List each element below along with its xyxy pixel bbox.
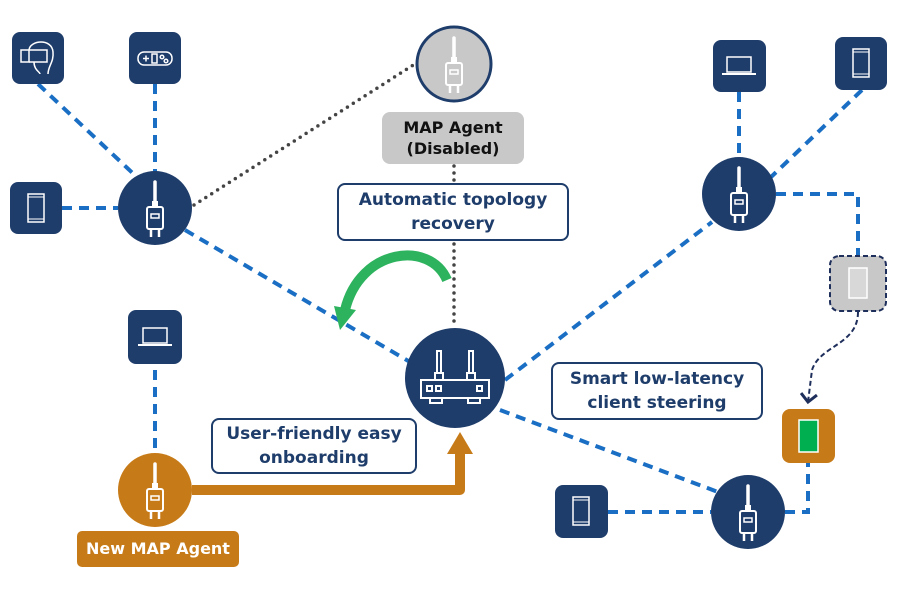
recovery-label: Automatic topology recovery xyxy=(337,183,569,241)
tablet-top-right-device[interactable] xyxy=(835,37,887,90)
disabled-agent-label-line2: (Disabled) xyxy=(406,139,500,158)
phone-roaming-new-device[interactable] xyxy=(782,409,835,463)
onboarding-label: User-friendly easy onboarding xyxy=(211,418,417,474)
phone-icon xyxy=(848,267,868,299)
recovery-label-line1: Automatic topology xyxy=(358,190,548,210)
link-vr-to-agent xyxy=(36,82,142,182)
link-agent-to-controller xyxy=(183,228,412,364)
laptop-new-agent-device[interactable] xyxy=(128,310,182,364)
agent-top-left[interactable] xyxy=(118,171,192,245)
new-agent-label-text: New MAP Agent xyxy=(86,539,230,558)
new-agent-label: New MAP Agent xyxy=(77,531,239,567)
link-agent-to-disabled xyxy=(192,60,420,207)
disabled-agent-label-line1: MAP Agent xyxy=(403,118,503,137)
gamepad-icon xyxy=(137,51,173,66)
router-icon xyxy=(420,350,490,404)
vr-headset-device[interactable] xyxy=(12,32,64,84)
steering-label-line2: client steering xyxy=(587,393,727,413)
steering-label-line1: Smart low-latency xyxy=(569,369,745,389)
onboarding-label-line2: onboarding xyxy=(259,448,369,468)
controller-router[interactable] xyxy=(405,328,505,428)
link-agent-br-to-phone xyxy=(785,462,810,514)
steering-arrow xyxy=(799,311,859,405)
agent-top-right[interactable] xyxy=(702,157,776,231)
phone-icon xyxy=(798,419,819,453)
tablet-left-device[interactable] xyxy=(10,182,62,234)
agent-disabled[interactable] xyxy=(415,25,493,103)
recovery-arrow xyxy=(334,250,452,330)
onboarding-arrow xyxy=(192,432,473,495)
link-controller-to-agent-br xyxy=(499,408,719,494)
link-tablet-tr-to-agent xyxy=(768,88,864,180)
laptop-top-right-device[interactable] xyxy=(713,40,766,92)
steering-label: Smart low-latency client steering xyxy=(551,362,763,420)
vr-headset-icon xyxy=(20,41,54,75)
agent-new[interactable] xyxy=(118,453,192,527)
disabled-agent-label: MAP Agent (Disabled) xyxy=(382,112,524,164)
link-controller-to-agent-tr xyxy=(503,220,714,382)
phone-roaming-old-device[interactable] xyxy=(829,255,887,312)
link-agent-tr-to-phone xyxy=(776,192,860,256)
gamepad-device[interactable] xyxy=(129,32,181,84)
onboarding-label-line1: User-friendly easy xyxy=(226,424,402,444)
tablet-bottom-device[interactable] xyxy=(555,485,608,538)
recovery-label-line2: recovery xyxy=(411,214,495,234)
agent-bottom-right[interactable] xyxy=(711,475,785,549)
links xyxy=(36,60,864,514)
